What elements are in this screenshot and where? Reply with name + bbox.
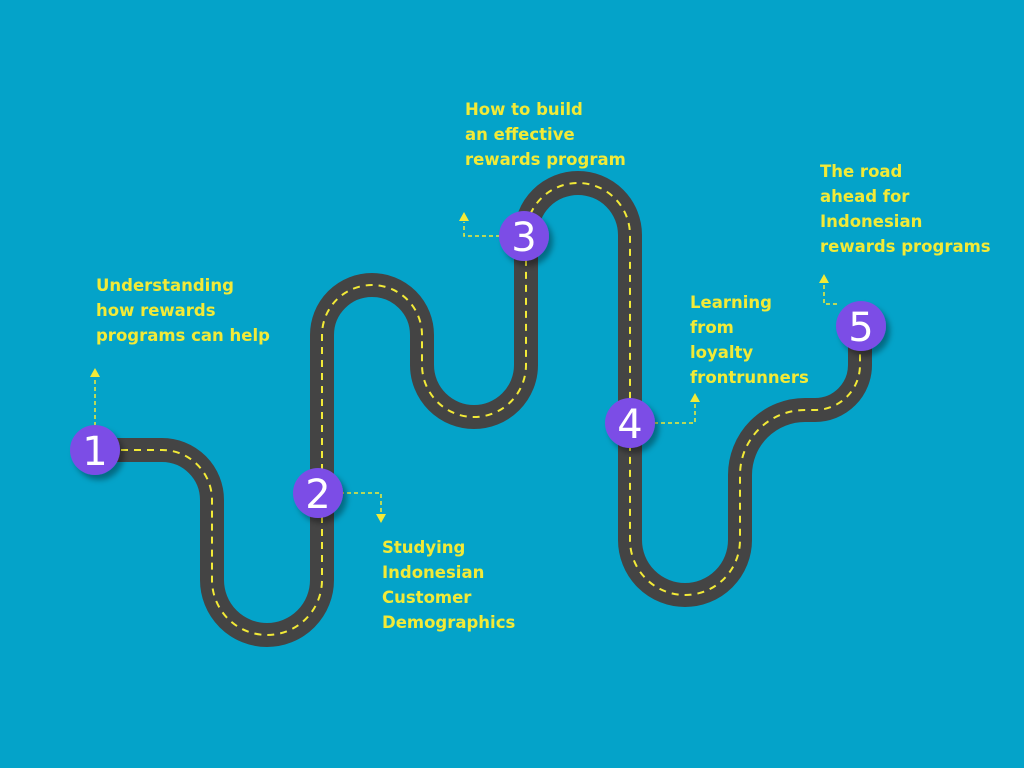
- step-label-4: Learning from loyalty frontrunners: [690, 290, 809, 390]
- connectors: [90, 212, 837, 523]
- marker-circle: [836, 301, 886, 351]
- connector-1: [90, 368, 100, 426]
- label-line: The road: [820, 162, 903, 181]
- step-marker-4: 4: [605, 398, 655, 448]
- label-line: frontrunners: [690, 368, 809, 387]
- step-marker-2: 2: [293, 468, 343, 518]
- label-line: an effective: [465, 125, 575, 144]
- connector-5: [819, 274, 837, 305]
- label-line: programs can help: [96, 326, 270, 345]
- label-line: Studying: [382, 538, 466, 557]
- marker-circle: [605, 398, 655, 448]
- arrow-up-icon: [459, 212, 469, 221]
- connector-3: [459, 212, 500, 237]
- marker-circle: [499, 211, 549, 261]
- step-number: 3: [511, 215, 536, 261]
- label-line: Understanding: [96, 276, 234, 295]
- marker-circle: [70, 425, 120, 475]
- step-marker-5: 5: [836, 301, 886, 351]
- connector-2: [340, 492, 386, 523]
- label-line: Demographics: [382, 613, 516, 632]
- connector-4: [654, 393, 700, 424]
- road: [83, 171, 872, 647]
- step-number: 5: [848, 305, 873, 351]
- step-marker-1: 1: [70, 425, 120, 475]
- step-marker-3: 3: [499, 211, 549, 261]
- step-number: 1: [82, 429, 107, 475]
- label-line: How to build: [465, 100, 583, 119]
- step-label-3: How to build an effective rewards progra…: [465, 97, 626, 172]
- label-line: Customer: [382, 588, 472, 607]
- label-line: Indonesian: [820, 212, 923, 231]
- arrow-up-icon: [690, 393, 700, 402]
- label-line: Learning: [690, 293, 772, 312]
- step-label-2: Studying Indonesian Customer Demographic…: [382, 535, 515, 635]
- road-center-line: [95, 182, 861, 636]
- step-number: 4: [617, 402, 642, 448]
- step-number: 2: [305, 472, 330, 518]
- label-line: from: [690, 318, 734, 337]
- label-line: rewards programs: [820, 237, 991, 256]
- label-line: Indonesian: [382, 563, 485, 582]
- marker-circle: [293, 468, 343, 518]
- arrow-up-icon: [90, 368, 100, 377]
- label-line: loyalty: [690, 343, 754, 362]
- step-label-5: The road ahead for Indonesian rewards pr…: [820, 159, 991, 259]
- label-line: how rewards: [96, 301, 216, 320]
- label-line: rewards program: [465, 150, 626, 169]
- arrow-down-icon: [376, 514, 386, 523]
- step-label-1: Understanding how rewards programs can h…: [96, 273, 270, 348]
- label-line: ahead for: [820, 187, 910, 206]
- arrow-up-icon: [819, 274, 829, 283]
